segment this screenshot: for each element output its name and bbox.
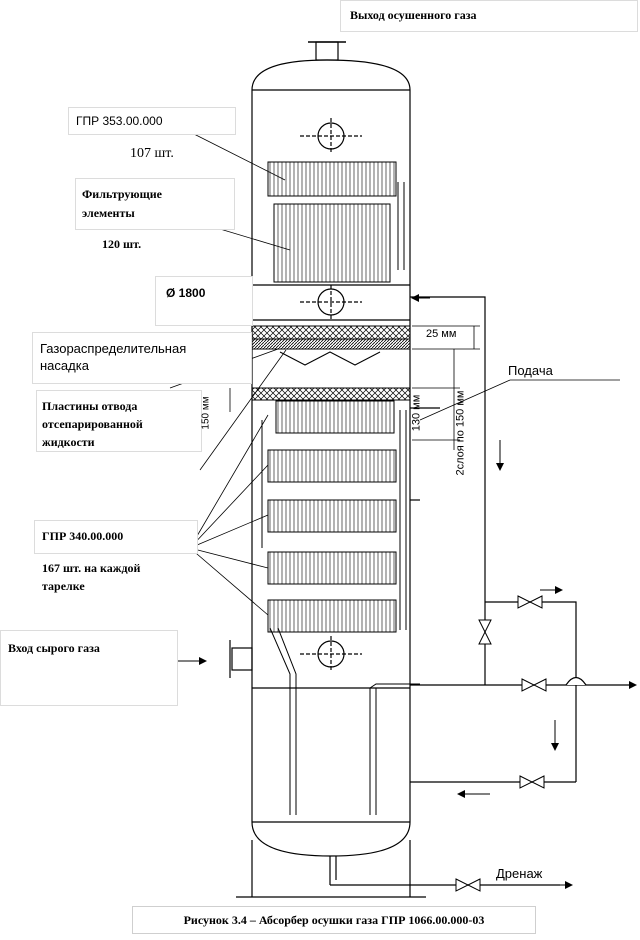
gas-outlet-label: Выход осушенного газа <box>350 8 477 22</box>
dim-130-label: 130 мм <box>410 394 423 432</box>
plates-box <box>36 390 202 452</box>
distributor-label-2: насадка <box>40 358 89 373</box>
supply-label: Подача <box>508 363 553 378</box>
gpr353-box <box>68 107 236 135</box>
cartridges-upper <box>267 161 397 283</box>
top-nozzle <box>315 41 339 61</box>
diameter-label: Ø 1800 <box>166 286 206 300</box>
raw-gas-nozzle <box>229 640 253 678</box>
gpr340-label: ГПР 340.00.000 <box>42 529 124 543</box>
vessel-bottom-head <box>251 821 411 857</box>
plates-label-1: Пластины отвода <box>42 399 138 413</box>
qty167-label-2: тарелке <box>42 579 85 593</box>
raw-gas-label: Вход сырого газа <box>8 641 100 655</box>
diameter-box <box>155 276 253 326</box>
manhole-bottom <box>300 636 362 672</box>
drain-label: Дренаж <box>496 866 543 881</box>
figure-caption: Рисунок 3.4 – Абсорбер осушки газа ГПР 1… <box>132 906 536 934</box>
qty120-label: 120 шт. <box>102 237 142 251</box>
manhole-middle <box>300 285 362 320</box>
manhole-top <box>300 118 362 154</box>
filter-label-2: элементы <box>82 206 135 220</box>
plates-label-3: жидкости <box>42 435 95 449</box>
gpr340-box <box>34 520 198 554</box>
dim-150-label: 150 мм <box>200 396 212 430</box>
distributor-box <box>32 332 252 384</box>
raw-gas-box <box>0 630 178 706</box>
dim-25-label: 25 мм <box>426 328 457 340</box>
vessel-top-head <box>251 59 411 91</box>
distributor-label-1: Газораспределительная <box>40 341 187 356</box>
cartridges-gpr340 <box>267 400 397 633</box>
qty107-label: 107 шт. <box>130 146 174 161</box>
distribution-packing <box>251 325 411 340</box>
plates-label-2: отсепарированной <box>42 417 143 431</box>
qty167-label-1: 167 шт. на каждой <box>42 561 141 575</box>
valves <box>455 595 547 892</box>
gpr353-label: ГПР 353.00.000 <box>76 114 163 128</box>
filter-box <box>75 178 235 230</box>
outlet-box <box>340 0 638 32</box>
dim-layers-label: 2слоя по 150 мм <box>454 390 467 476</box>
filter-label-1: Фильтрующие <box>82 187 162 201</box>
